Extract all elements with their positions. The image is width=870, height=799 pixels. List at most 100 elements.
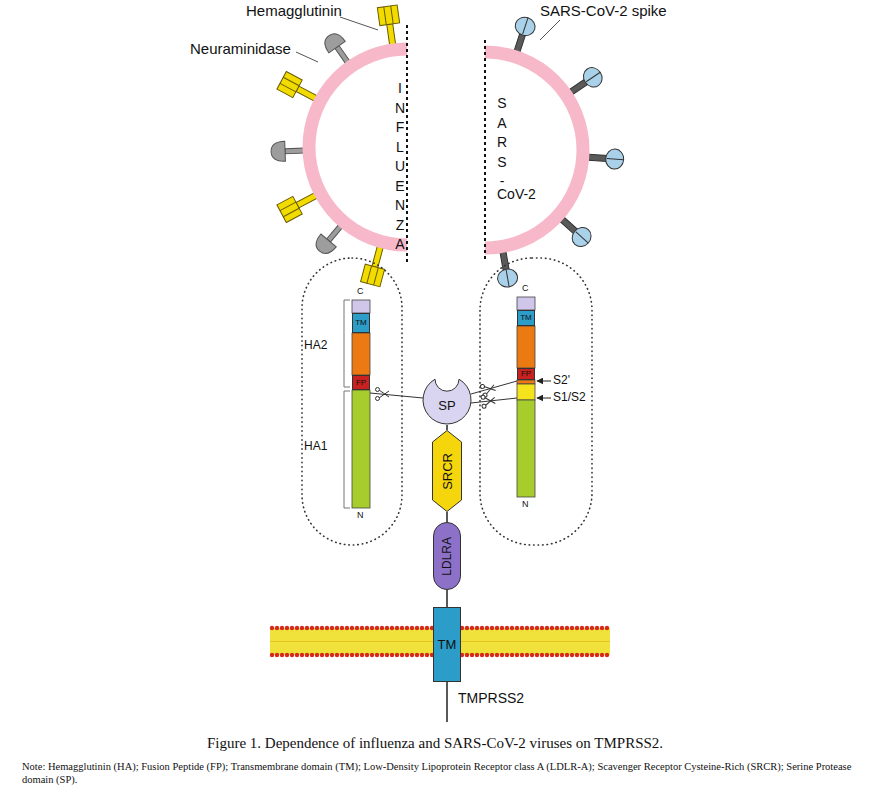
lipid-head: [490, 626, 494, 630]
site-arrow: [537, 398, 551, 399]
lipid-head: [360, 653, 364, 657]
lipid-head: [300, 626, 304, 630]
bracket: [344, 391, 350, 508]
lipid-head: [490, 653, 494, 657]
lipid-head: [590, 626, 594, 630]
lipid-head: [600, 653, 604, 657]
ha-domain-bar: [352, 300, 370, 508]
lipid-head: [320, 653, 324, 657]
lipid-head: [525, 653, 529, 657]
lipid-head: [565, 653, 569, 657]
lipid-head: [310, 653, 314, 657]
site-arrow: [537, 381, 551, 382]
lipid-head: [355, 626, 359, 630]
srcr-domain: SRCR: [432, 430, 462, 512]
lipid-head: [575, 626, 579, 630]
lipid-head: [285, 626, 289, 630]
lipid-head: [340, 626, 344, 630]
lipid-head: [415, 653, 419, 657]
lipid-head: [390, 626, 394, 630]
terminus-label: N: [357, 510, 364, 521]
lipid-head: [505, 626, 509, 630]
lipid-head: [370, 653, 374, 657]
lipid-head: [470, 653, 474, 657]
lipid-head: [290, 626, 294, 630]
serine-protease: SP: [422, 375, 472, 425]
lipid-head: [605, 626, 609, 630]
lipid-head: [270, 653, 274, 657]
lipid-head: [275, 626, 279, 630]
lipid-head: [575, 653, 579, 657]
lipid-head: [380, 626, 384, 630]
lipid-head: [325, 626, 329, 630]
domain-label: SP: [438, 399, 455, 412]
lipid-head: [600, 626, 604, 630]
sars-envelope: [485, 52, 583, 248]
lipid-head: [360, 626, 364, 630]
cleavage-site-label: S2': [553, 373, 570, 387]
lipid-head: [315, 626, 319, 630]
lipid-head: [570, 653, 574, 657]
lipid-head: [570, 626, 574, 630]
lipid-head: [585, 626, 589, 630]
cleavage-site-label: S1/S2: [553, 390, 586, 404]
domain-label: TM: [355, 319, 367, 327]
figure-caption: Figure 1. Dependence of influenza and SA…: [0, 734, 870, 752]
lipid-head: [285, 653, 289, 657]
lipid-head: [335, 653, 339, 657]
lipid-head: [530, 626, 534, 630]
lipid-head: [295, 653, 299, 657]
lipid-head: [375, 626, 379, 630]
terminus-label: C: [522, 283, 529, 294]
lipid-head: [465, 653, 469, 657]
lipid-head: [580, 653, 584, 657]
tm-domain: TM: [433, 607, 461, 682]
lipid-head: [545, 653, 549, 657]
lipid-head: [595, 626, 599, 630]
lipid-head: [335, 626, 339, 630]
lipid-head: [385, 626, 389, 630]
leader-line: [296, 52, 318, 62]
lipid-head: [480, 653, 484, 657]
stalk-connector: [446, 590, 448, 607]
lipid-head: [320, 626, 324, 630]
lipid-head: [395, 653, 399, 657]
lipid-head: [465, 626, 469, 630]
glycoprotein-label: Neuraminidase: [190, 40, 291, 58]
virus-name: CoV-2: [497, 186, 536, 203]
cut-line: [484, 40, 486, 262]
lipid-head: [305, 626, 309, 630]
terminus-label: N: [522, 499, 529, 510]
glycoprotein-label: Hemagglutinin: [246, 2, 342, 20]
bracket: [344, 300, 350, 387]
lipid-head: [495, 653, 499, 657]
lipid-head: [585, 653, 589, 657]
lipid-head: [535, 626, 539, 630]
virus-name: INFLUENZA: [393, 80, 407, 256]
lipid-head: [540, 626, 544, 630]
lipid-head: [305, 653, 309, 657]
subunit-label: HA1: [304, 439, 327, 453]
lipid-head: [390, 653, 394, 657]
lipid-head: [520, 653, 524, 657]
lipid-head: [380, 653, 384, 657]
leader-line: [540, 20, 560, 40]
lipid-head: [395, 626, 399, 630]
lipid-head: [425, 626, 429, 630]
scissors-symbol: [481, 394, 496, 408]
lipid-head: [280, 626, 284, 630]
lipid-head: [475, 653, 479, 657]
lipid-head: [535, 653, 539, 657]
lipid-head: [375, 653, 379, 657]
lipid-head: [315, 653, 319, 657]
lipid-head: [505, 653, 509, 657]
lipid-head: [415, 626, 419, 630]
lipid-head: [270, 626, 274, 630]
domain-label: TM: [520, 314, 532, 322]
lipid-head: [410, 653, 414, 657]
fusion-peptide: FP: [352, 375, 370, 390]
lipid-head: [580, 626, 584, 630]
dotted-enclosure: [480, 258, 592, 545]
lipid-head: [385, 653, 389, 657]
